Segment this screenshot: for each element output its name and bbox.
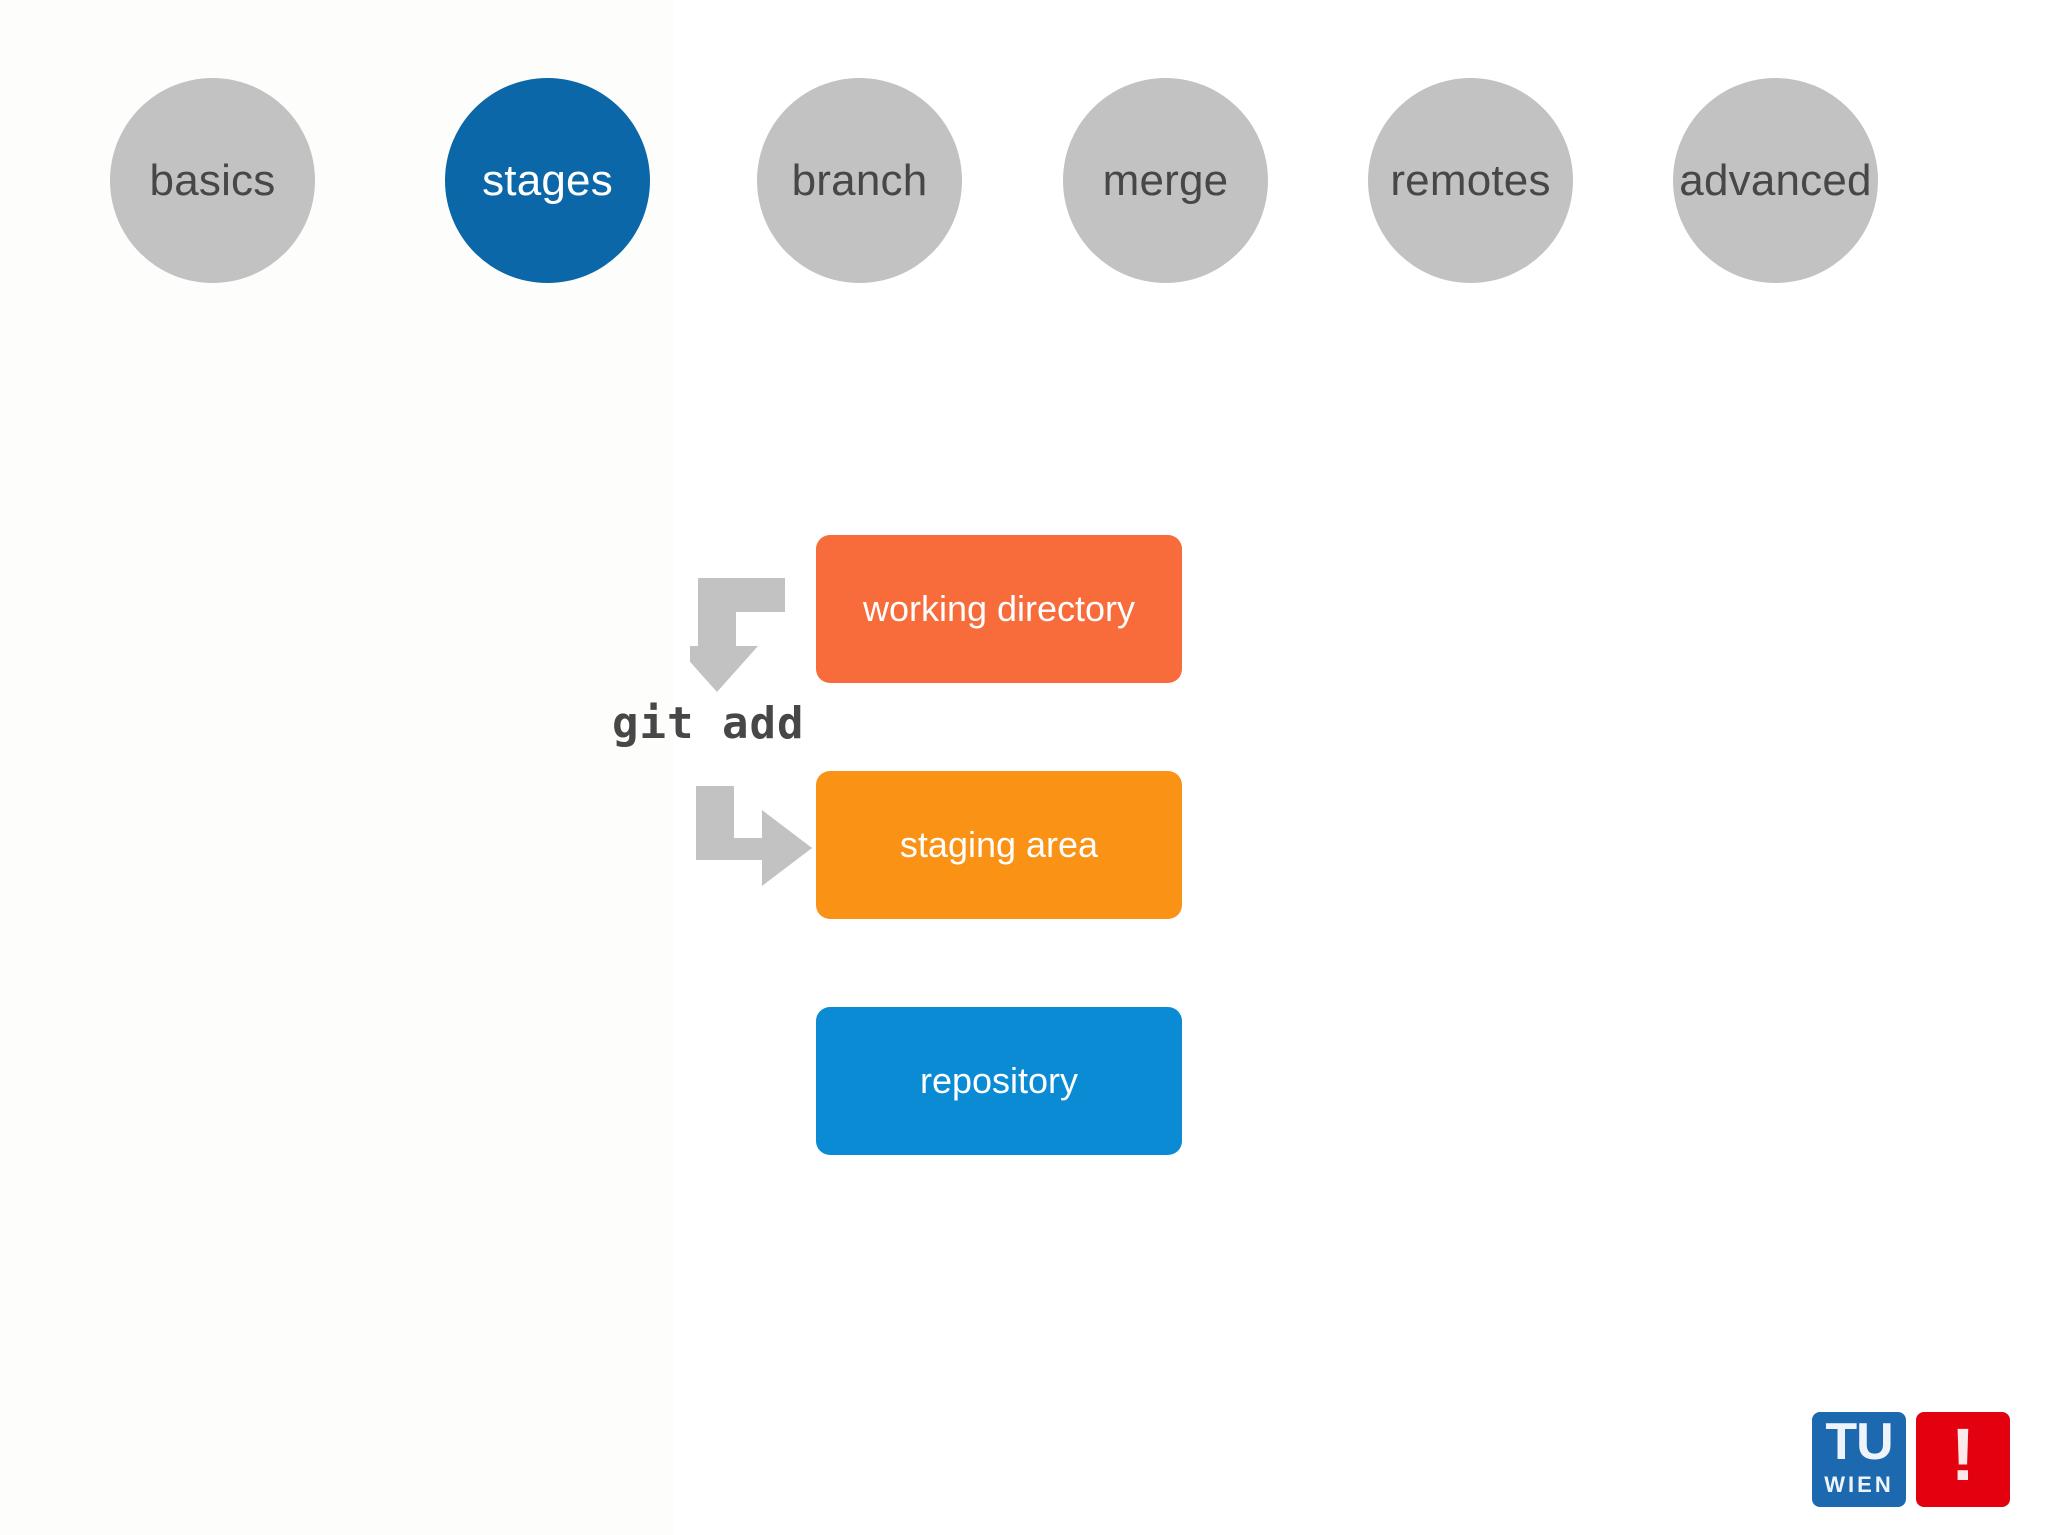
nav-circle-basics[interactable]: basics (110, 78, 315, 283)
stage-box-staging-area[interactable]: staging area (816, 771, 1182, 919)
stage-box-label-staging-area: staging area (899, 824, 1099, 865)
nav-circle-stages[interactable]: stages (445, 78, 650, 283)
nav-circle-advanced[interactable]: advanced (1673, 78, 1878, 283)
nav-circle-label-stages: stages (482, 155, 613, 205)
nav-circle-label-advanced: advanced (1679, 155, 1872, 205)
nav-circle-label-remotes: remotes (1390, 155, 1551, 205)
nav-circle-label-merge: merge (1102, 155, 1229, 205)
nav-circle-branch[interactable]: branch (757, 78, 962, 283)
stage-box-label-repository: repository (919, 1060, 1079, 1101)
elbow-arrow-down-icon (690, 578, 785, 692)
tu-wien-logo-exclamation-text: ! (1950, 1413, 1976, 1496)
elbow-arrow-right-icon (696, 786, 812, 886)
stage-box-working-directory[interactable]: working directory (816, 535, 1182, 683)
stage-box-repository[interactable]: repository (816, 1007, 1182, 1155)
stage-box-label-working-directory: working directory (862, 588, 1136, 629)
nav-circle-remotes[interactable]: remotes (1368, 78, 1573, 283)
tu-wien-logo-wien-text: WIEN (1824, 1472, 1894, 1497)
tu-wien-logo-red-tile (1916, 1412, 2010, 1507)
nav-circle-label-basics: basics (149, 155, 276, 205)
tu-wien-logo-tu-text: TU (1825, 1413, 1893, 1471)
nav-circle-merge[interactable]: merge (1063, 78, 1268, 283)
topic-nav: basics stages branch merge remotes advan… (0, 0, 2048, 300)
nav-circle-label-branch: branch (791, 155, 928, 205)
tu-wien-logo-blue-tile (1812, 1412, 1906, 1507)
tu-wien-logo: TU WIEN ! (1812, 1412, 2012, 1509)
git-add-command-label: git add (612, 698, 805, 749)
